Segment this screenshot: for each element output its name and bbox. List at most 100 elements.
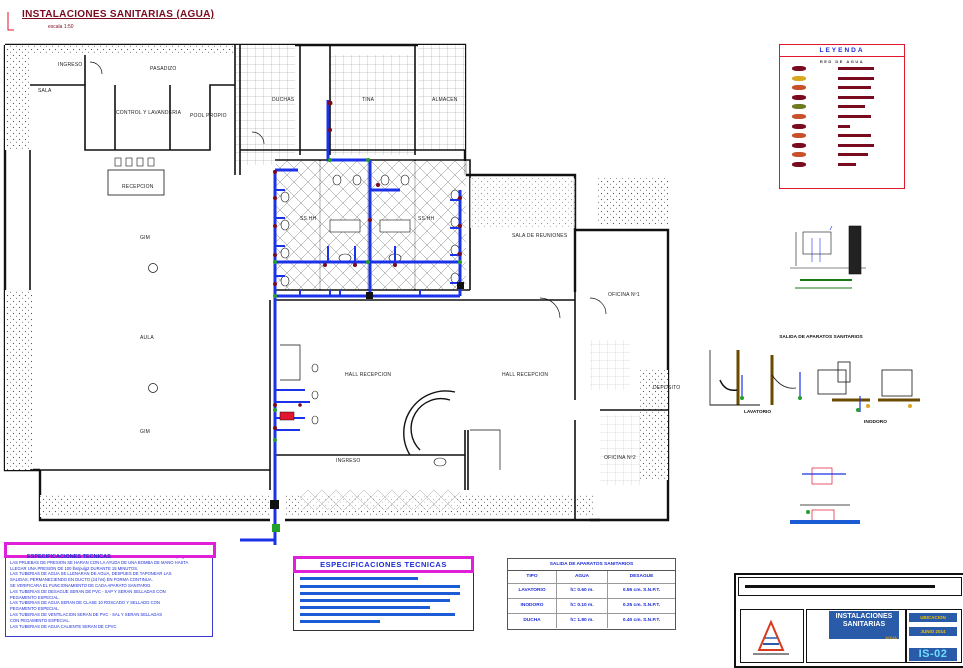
title-mark-icon [7, 12, 14, 31]
table-header-agua: AGUA [557, 571, 608, 583]
legend-symbol-icon [792, 142, 806, 148]
legend-symbol-icon [792, 85, 806, 91]
table-cell: h= 1.80 m. [557, 614, 608, 628]
salida-table-title: SALIDA DE APARATOS SANITARIOS [508, 559, 675, 571]
sheet-code: IS-02 [909, 648, 957, 661]
spec-line: LAS TUBERIAS DE VENTILACION SERAN DE PVC… [10, 611, 163, 617]
legend-symbol-icon [792, 113, 806, 119]
legend-title: LEYENDA [780, 45, 904, 57]
spec-line: PEGAMENTO ESPECIAL. [10, 606, 60, 612]
spec-line: SALIDAS, PERMANECIENDO EN DUCTO (24 hrs)… [10, 577, 153, 583]
location-label: UBICACION [909, 613, 957, 622]
room-label-hall-1: HALL RECEPCION [345, 372, 392, 378]
legend-text-bar [838, 95, 874, 99]
room-label-control: CONTROL Y LAVANDERIA [116, 110, 182, 116]
detail-salida-aparatos [709, 350, 920, 412]
room-label-sshh-1: SS.HH [300, 216, 317, 222]
table-cell: LAVATORIO [508, 584, 557, 598]
project-title: INSTALACIONES SANITARIAS [835, 613, 893, 628]
pipe-fittings [270, 100, 464, 532]
room-label-recepcion: RECEPCION [122, 184, 154, 190]
detail-valve-box [790, 467, 860, 524]
doors [89, 44, 607, 470]
table-cell: h= 0.60 m. [557, 584, 608, 598]
legend-text-bar [838, 105, 865, 109]
legend-item [780, 141, 904, 151]
spec-line: LAS TUBERIAS DE AGUA SE LLENARAN DE AGUA… [10, 571, 172, 577]
detail-inodoro-label: INODORO [864, 420, 887, 425]
lockers [114, 157, 155, 167]
legend-text-bar [838, 76, 874, 80]
date-label: JUNIO 2014 [909, 627, 957, 636]
legend-symbol-icon [792, 123, 806, 129]
spec-line: LAS TUBERIAS DE AGUA CALIENTE SERAN DE C… [10, 623, 117, 629]
table-header-desague: DESAGUE [629, 574, 654, 579]
room-label-gim-1: GIM [140, 235, 151, 241]
table-row: INODORO h= 0.10 m. 0.25 cm. S.N.P.T. [508, 599, 675, 614]
title-block-header [738, 577, 962, 596]
legend-symbol-icon [792, 133, 806, 139]
room-label-deposito: DEPOSITO [653, 385, 681, 391]
room-label-sala-reuniones: SALA DE REUNIONES [512, 233, 568, 239]
legend-item [780, 122, 904, 132]
sanitary-fixtures [280, 174, 460, 467]
legend-item [780, 160, 904, 170]
legend-text-bar [838, 162, 856, 166]
table-header-tipo: TIPO [508, 571, 557, 583]
table-row: DUCHA h= 1.80 m. 0.40 cm. S.N.P.T. [508, 614, 675, 628]
spec-line: LLEGAR UNA PRESION DE 100 lbs/pulg2 DURA… [10, 565, 139, 571]
spec-line: SE VERIFICARA EL FUNCIONAMIENTO DE CADA … [10, 582, 152, 588]
exterior-hatch [5, 45, 668, 517]
legend-symbol-icon [792, 104, 806, 110]
legend-subtitle: RED DE AGUA [819, 59, 865, 64]
table-cell: DUCHA [508, 614, 557, 628]
title-block-info: UBICACION JUNIO 2014 IS-02 [906, 609, 962, 663]
spec-mid-box: ESPECIFICACIONES TECNICAS [293, 556, 474, 631]
legend-item [780, 64, 904, 74]
spec-left-header: ESPECIFICACIONES TECNICAS [4, 542, 216, 560]
university-logo-icon [740, 609, 804, 663]
room-label-ingreso: INGRESO [58, 62, 83, 68]
legend-item [780, 83, 904, 93]
room-label-pasadizo: PASADIZO [150, 66, 177, 72]
drawing-scale: escala 1:50 [48, 24, 74, 30]
room-label-sshh-2: SS.HH [418, 216, 435, 222]
room-label-almacen: ALMACEN [432, 97, 458, 103]
room-label-sala: SALA [38, 88, 52, 94]
legend-item [780, 112, 904, 122]
room-label-pool: POOL PROPIO [190, 113, 227, 119]
table-cell: 0.25 cm. S.N.P.T. [622, 603, 661, 608]
legend-symbol-icon [792, 66, 806, 71]
legend-box: LEYENDA RED DE AGUA [779, 44, 905, 189]
spec-mid-title: ESPECIFICACIONES TECNICAS [293, 556, 474, 573]
room-label-aula: AULA [140, 335, 154, 341]
legend-item [780, 150, 904, 160]
legend-symbol-icon [792, 152, 806, 158]
legend-text-bar [838, 153, 868, 157]
legend-symbol-icon [792, 161, 806, 167]
spec-line: PEGAMENTO ESPECIAL. [10, 594, 60, 600]
detail-valves [740, 396, 860, 412]
water-meter-icon [279, 411, 295, 421]
legend-item [780, 74, 904, 84]
legend-symbol-icon [792, 94, 806, 100]
room-label-duchas: DUCHAS [272, 97, 295, 103]
table-cell: 0.40 cm. S.N.P.T. [622, 618, 661, 623]
spec-line: LAS TUBERIAS DE AGUA SERAN DE CLASE 10 R… [10, 600, 160, 606]
legend-text-bar [838, 143, 874, 147]
spec-line: LAS PRUEBAS DE PRESION SE HARAN CON LA A… [10, 559, 189, 565]
table-cell: h= 0.10 m. [557, 599, 608, 613]
room-label-gim-2: GIM [140, 429, 151, 435]
legend-text-bar [838, 114, 871, 118]
spec-line: LAS TUBERIAS DE DESAGUE SERAN DE PVC - S… [10, 588, 166, 594]
salida-aparatos-table: SALIDA DE APARATOS SANITARIOS TIPO AGUA … [507, 558, 676, 630]
legend-text-bar [838, 124, 850, 128]
room-label-oficina-2: OFICINA Nº2 [604, 455, 636, 461]
legend-item [780, 131, 904, 141]
room-label-oficina-1: OFICINA Nº1 [608, 292, 640, 298]
legend-symbol-icon [792, 75, 806, 81]
room-label-ingreso-2: INGRESO [336, 458, 361, 464]
